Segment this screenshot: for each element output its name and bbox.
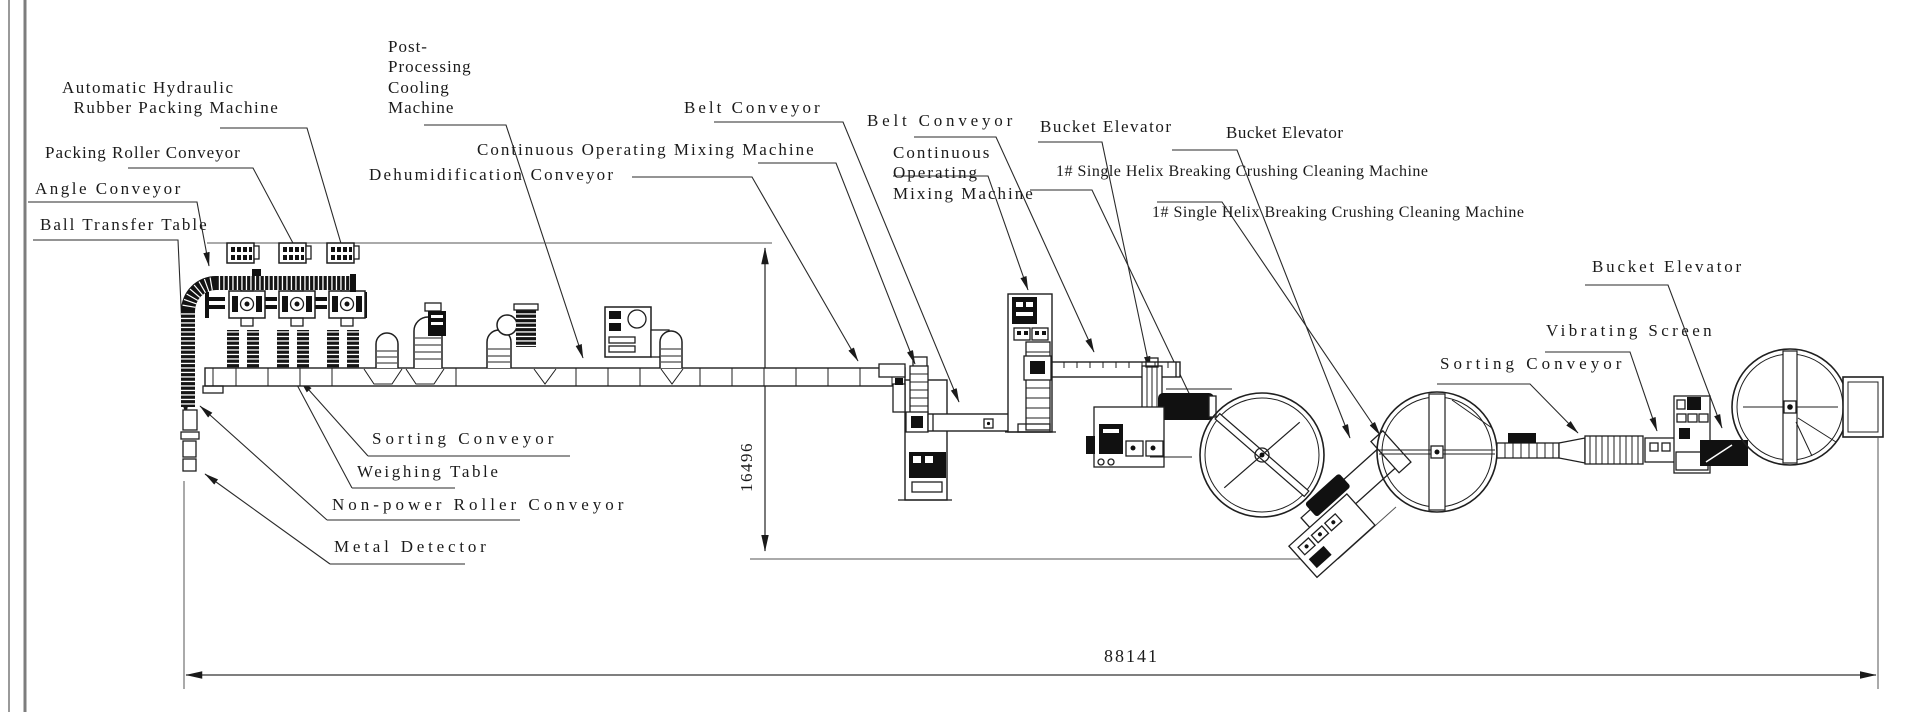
packing-roller-conveyor-label: Packing Roller Conveyor [45, 143, 241, 162]
helix-cleaning-machine-2-label: 1# Single Helix Breaking Crushing Cleani… [1152, 204, 1525, 221]
sorting-conveyor-left-label: Sorting Conveyor [372, 429, 558, 448]
vertical-dimension-value: 16496 [737, 442, 756, 492]
leader-lines [28, 121, 1723, 565]
ball-transfer-table-label: Ball Transfer Table [40, 215, 209, 234]
continuous-operating-mixing-machine-1-label: Continuous Operating Mixing Machine [477, 140, 816, 159]
ball-transfer-table-drawing [180, 409, 200, 472]
packing-machine-units [205, 283, 367, 327]
cleaning-tank-3-drawing [1731, 348, 1849, 466]
angle-conveyor-drawing [180, 269, 356, 472]
sorting-conveyor-right-drawing [1496, 433, 1676, 465]
belt-conveyor-2-label: Belt Conveyor [867, 111, 1017, 130]
pallet-blocks [227, 330, 359, 368]
automatic-hydraulic-rubber-packing-machine-label: Automatic Hydraulic Rubber Packing Machi… [62, 78, 280, 118]
horizontal-dimension-value: 88141 [1104, 646, 1159, 666]
bucket-elevator-1-label: Bucket Elevator [1040, 117, 1173, 136]
dehumidification-conveyor-drawing [202, 302, 906, 394]
sorting-conveyor-right-label: Sorting Conveyor [1440, 354, 1626, 373]
cooling-pipe-cluster-1 [375, 302, 446, 368]
vibrating-screen-drawing [1673, 395, 1748, 474]
bucket-elevator-1-drawing [1086, 357, 1217, 468]
cleaning-tank-1-drawing [1150, 388, 1325, 518]
weighing-table-label: Weighing Table [357, 462, 501, 481]
mixing-machine-1-drawing [878, 356, 952, 501]
mixing-machine-2-drawing [1005, 293, 1056, 433]
diagonal-bucket-elevator-drawing [1287, 429, 1412, 579]
bucket-elevator-3-label: Bucket Elevator [1592, 257, 1744, 276]
continuous-operating-mixing-machine-2-label: Continuous Operating Mixing Machine [893, 143, 1035, 203]
post-processing-cooling-machine-label: Post- Processing Cooling Machine [388, 37, 472, 118]
non-power-roller-conveyor-label: Non-power Roller Conveyor [332, 495, 628, 514]
angle-conveyor-label: Angle Conveyor [35, 179, 183, 198]
control-box-row [226, 242, 360, 264]
vibrating-screen-label: Vibrating Screen [1546, 321, 1716, 340]
cooling-pipe-cluster-2 [486, 303, 539, 368]
helix-cleaning-machine-1-label: 1# Single Helix Breaking Crushing Cleani… [1056, 163, 1429, 180]
belt-conveyor-1-label: Belt Conveyor [684, 98, 823, 117]
bucket-elevator-2-label: Bucket Elevator [1226, 123, 1344, 142]
packing-machines-group [205, 242, 367, 368]
dehumidification-conveyor-label: Dehumidification Conveyor [369, 165, 616, 184]
cooling-unit-cluster-3 [604, 306, 683, 368]
drawing-frame-border [8, 0, 27, 712]
metal-detector-label: Metal Detector [334, 537, 490, 556]
discharge-frame-drawing [1842, 376, 1884, 438]
